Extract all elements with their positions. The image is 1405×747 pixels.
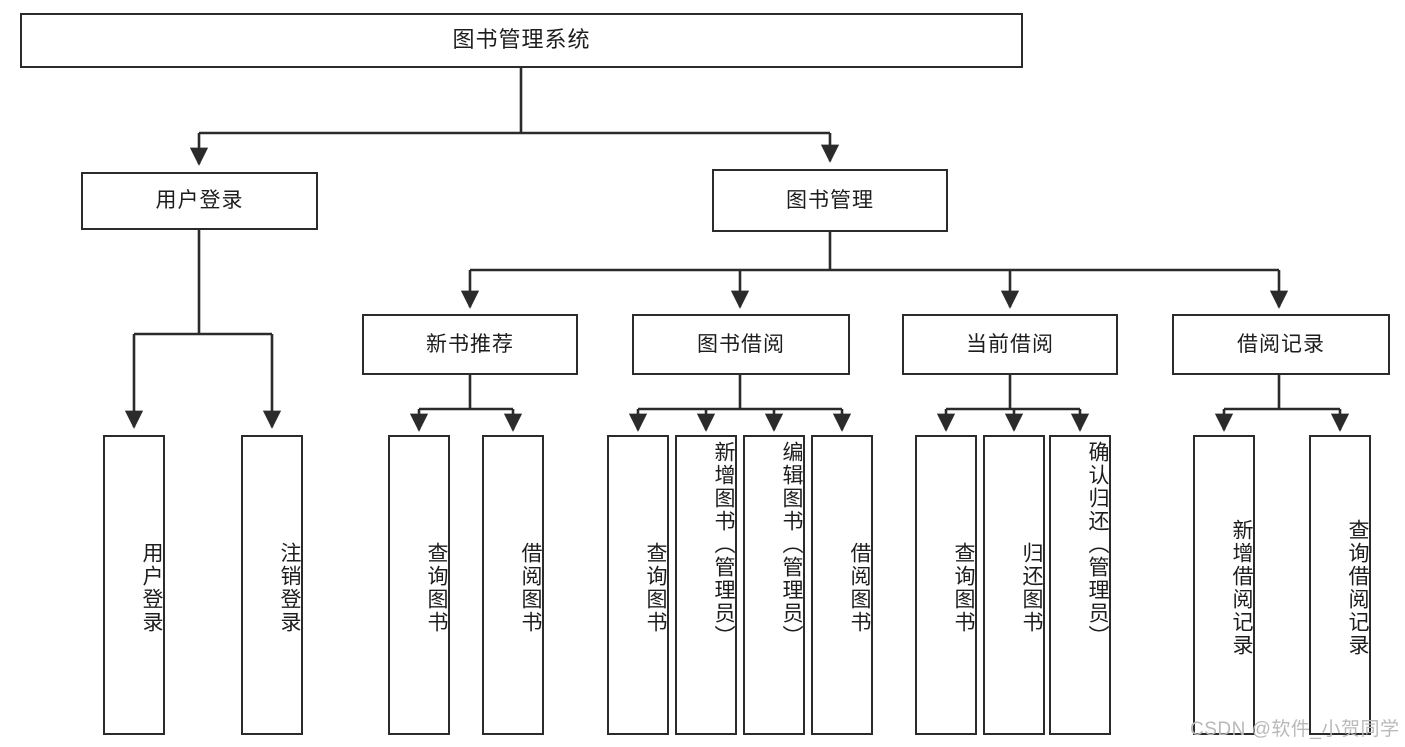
leaf-user-login[interactable]: 用户登录	[103, 435, 165, 735]
node-new-book-recommendation[interactable]: 新书推荐	[362, 314, 578, 375]
leaf-borrow-books-new[interactable]: 借阅图书	[482, 435, 544, 735]
leaf-logout-login[interactable]: 注销登录	[241, 435, 303, 735]
leaf-return-books[interactable]: 归还图书	[983, 435, 1045, 735]
node-borrowing-records[interactable]: 借阅记录	[1172, 314, 1390, 375]
node-book-borrowing[interactable]: 图书借阅	[632, 314, 850, 375]
leaf-confirm-return-admin[interactable]: 确认归还（管理员）	[1049, 435, 1111, 735]
node-book-management[interactable]: 图书管理	[712, 169, 948, 232]
leaf-edit-book-admin[interactable]: 编辑图书（管理员）	[743, 435, 805, 735]
leaf-query-borrow-record[interactable]: 查询借阅记录	[1309, 435, 1371, 735]
node-user-login[interactable]: 用户登录	[81, 172, 318, 230]
node-current-borrowing[interactable]: 当前借阅	[902, 314, 1118, 375]
leaf-query-books-borrow[interactable]: 查询图书	[607, 435, 669, 735]
leaf-query-books-new[interactable]: 查询图书	[388, 435, 450, 735]
leaf-query-books-current[interactable]: 查询图书	[915, 435, 977, 735]
node-root-book-management-system[interactable]: 图书管理系统	[20, 13, 1023, 68]
csdn-watermark: CSDN @软件_小贺同学	[1190, 719, 1400, 740]
leaf-add-book-admin[interactable]: 新增图书（管理员）	[675, 435, 737, 735]
leaf-borrow-books[interactable]: 借阅图书	[811, 435, 873, 735]
leaf-add-borrow-record[interactable]: 新增借阅记录	[1193, 435, 1255, 735]
